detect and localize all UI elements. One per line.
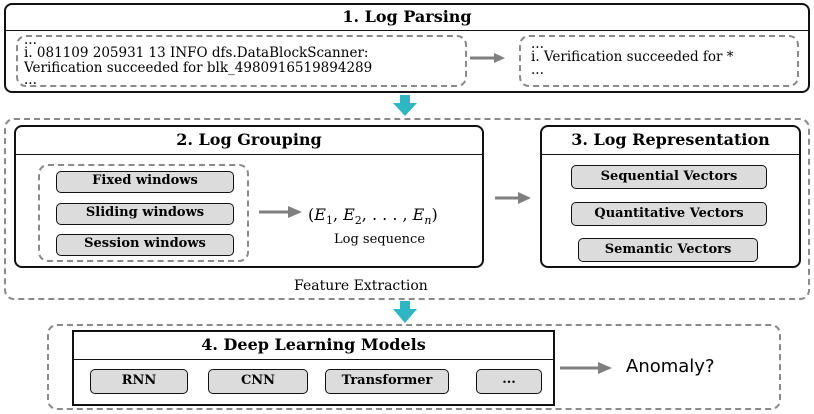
teal-arrow-icon [393, 301, 417, 323]
log-sequence-label: Log sequence [334, 232, 426, 247]
template-box: ... i. Verification succeeded for * ... [519, 35, 799, 87]
title-divider [16, 154, 482, 155]
feature-extraction-label: Feature Extraction [294, 278, 428, 294]
title-divider [74, 359, 553, 360]
session-windows-button: Session windows [56, 234, 234, 256]
log-sequence-formula: (E1, E2, . . . , En) [308, 202, 478, 228]
sequence-math: (E1, E2, . . . , En) [308, 205, 438, 227]
template-line: ... [531, 62, 544, 78]
log-representation-title: 3. Log Representation [571, 130, 770, 149]
cnn-button: CNN [208, 369, 308, 394]
teal-arrow-icon [393, 95, 417, 116]
fixed-windows-button: Fixed windows [56, 171, 234, 193]
rnn-button: RNN [90, 369, 188, 394]
quantitative-vectors-button: Quantitative Vectors [571, 202, 767, 226]
feature-extraction-region [4, 118, 810, 300]
log-parsing-title: 1. Log Parsing [342, 7, 472, 26]
transformer-button: Transformer [325, 369, 449, 394]
deep-learning-panel: 4. Deep Learning Models RNN CNN Transfor… [72, 330, 555, 406]
semantic-vectors-button: Semantic Vectors [578, 238, 758, 262]
svg-text:(E1, E2, . . . , En): (E1, E2, . . . , En) [308, 205, 438, 227]
raw-log-line: Verification succeeded for blk_498091651… [24, 60, 373, 76]
raw-log-line: ... [24, 72, 37, 88]
log-grouping-title: 2. Log Grouping [176, 130, 322, 149]
raw-log-line: i. 081109 205931 13 INFO dfs.DataBlockSc… [24, 45, 369, 61]
more-models-button: ... [476, 369, 542, 394]
log-representation-panel: 3. Log Representation Sequential Vectors… [540, 125, 801, 268]
sequential-vectors-button: Sequential Vectors [571, 165, 767, 189]
deep-learning-title: 4. Deep Learning Models [201, 335, 426, 354]
windows-box [38, 164, 249, 262]
log-parsing-panel: 1. Log Parsing ... i. 081109 205931 13 I… [4, 3, 810, 93]
template-line: i. Verification succeeded for * [531, 49, 734, 65]
anomaly-label: Anomaly? [626, 356, 715, 377]
raw-log-box: ... i. 081109 205931 13 INFO dfs.DataBlo… [16, 32, 467, 88]
sliding-windows-button: Sliding windows [56, 203, 234, 225]
title-divider [542, 154, 799, 155]
title-divider [6, 30, 808, 31]
template-line: ... [531, 36, 544, 52]
models-region [47, 324, 781, 410]
raw-log-line: ... [24, 32, 37, 48]
log-grouping-panel: 2. Log Grouping Fixed windows Sliding wi… [14, 125, 484, 268]
